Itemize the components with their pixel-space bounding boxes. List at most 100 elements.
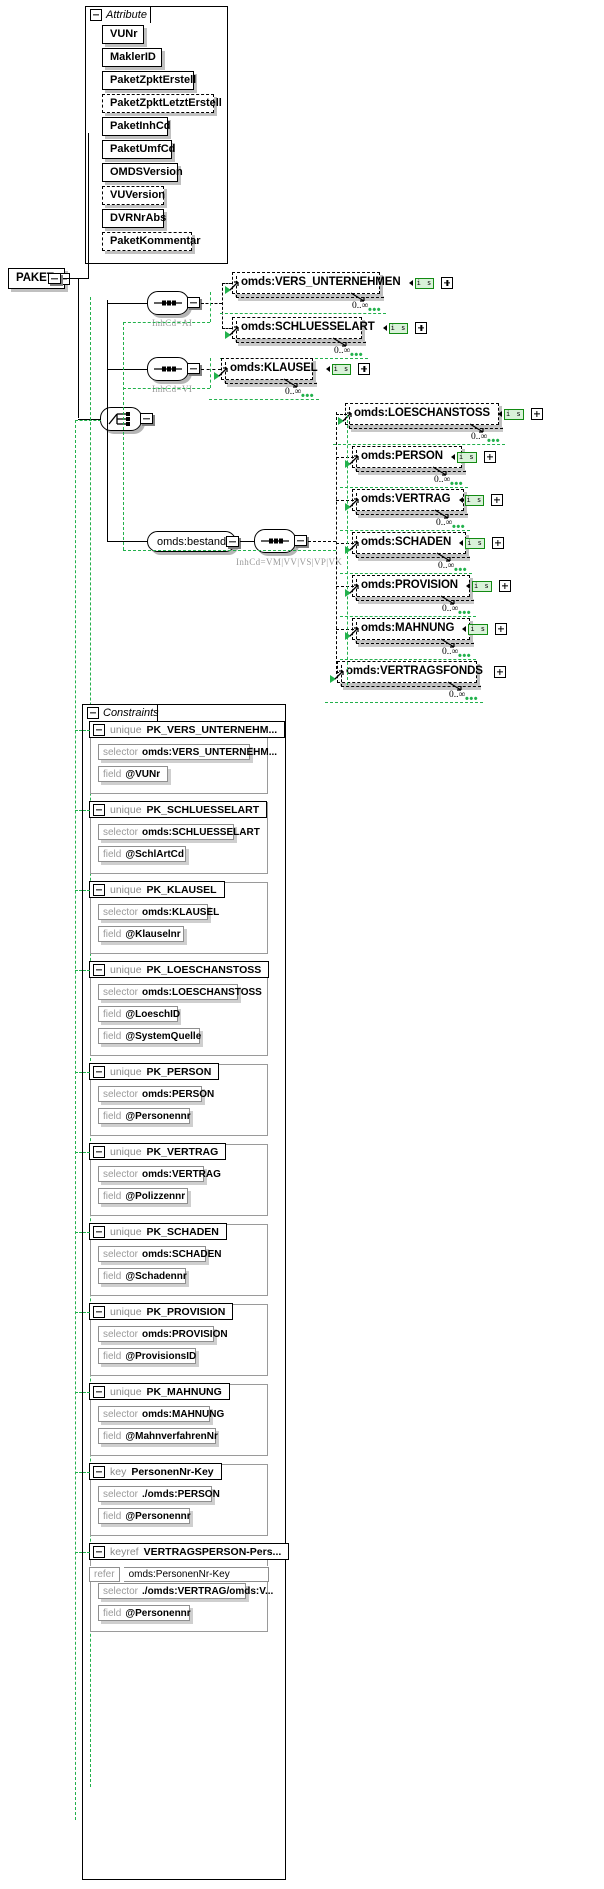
- plus-square-icon[interactable]: [491, 537, 504, 549]
- constraint-row-value: omds:KLAUSEL: [142, 906, 220, 918]
- sequence-compositor-icon: [154, 366, 182, 372]
- plus-square-icon[interactable]: [493, 666, 506, 678]
- minus-square-icon[interactable]: [93, 723, 105, 736]
- constraint-field-row[interactable]: field@SchlArtCd: [98, 846, 186, 862]
- minus-square-icon[interactable]: [93, 803, 105, 816]
- attribute-group-tab[interactable]: Attribute: [85, 6, 151, 23]
- attribute-vunr[interactable]: VUNr: [102, 25, 144, 44]
- plus-square-icon[interactable]: [498, 580, 511, 592]
- constraint-field-row[interactable]: field@Polizzennr: [98, 1188, 188, 1204]
- minus-square-icon[interactable]: [93, 1065, 105, 1078]
- constraint-row-value: omds:SCHADEN: [142, 1248, 222, 1260]
- constraint-field-row[interactable]: field@VUNr: [98, 766, 168, 782]
- plus-square-icon[interactable]: [495, 623, 508, 635]
- sequence-compositor-ai[interactable]: [147, 291, 189, 315]
- plus-square-icon[interactable]: [415, 322, 428, 334]
- minus-square-icon[interactable]: [93, 1225, 105, 1238]
- constraint-row-value: @Klauselnr: [125, 928, 181, 940]
- constraint-field-row[interactable]: field@LoeschID: [98, 1006, 180, 1022]
- constraint-field-row[interactable]: field@ProvisionsID: [98, 1348, 196, 1364]
- minus-square-icon[interactable]: [93, 1545, 105, 1558]
- minus-square-icon[interactable]: [90, 9, 102, 21]
- constraint-kind: unique: [110, 1305, 142, 1318]
- minus-square-icon[interactable]: [93, 1465, 105, 1478]
- attribute-omdsversion[interactable]: OMDSVersion: [102, 163, 183, 182]
- constraint-kind: unique: [110, 723, 142, 736]
- occurrence-label: 0..∞: [442, 604, 459, 614]
- attribute-paketzpktletzterstell[interactable]: PaketZpktLetztErstell: [102, 94, 222, 113]
- attribute-vuversion[interactable]: VUVersion: [102, 186, 165, 205]
- sequence-compositor-vi[interactable]: [147, 357, 189, 381]
- constraint-field-row[interactable]: field@Schadennr: [98, 1268, 187, 1284]
- element-label: omds:VERS_UNTERNEHMEN: [241, 276, 401, 289]
- type-arrow-icon: [498, 411, 503, 417]
- plus-square-icon[interactable]: [491, 494, 504, 506]
- plus-square-icon[interactable]: [483, 451, 496, 463]
- minus-square-icon[interactable]: [93, 883, 105, 896]
- constraint-name: PK_PERSON: [146, 1065, 212, 1078]
- sequence-ai-connector: [187, 297, 200, 308]
- element-omds-vertragsfonds[interactable]: omds:VERTRAGSFONDS: [337, 661, 506, 683]
- constraint-field-row[interactable]: field@Personennr: [98, 1108, 191, 1124]
- minus-square-icon[interactable]: [87, 707, 99, 719]
- attribute-paketumfcd[interactable]: PaketUmfCd: [102, 140, 175, 159]
- constraints-group-tab[interactable]: Constraints: [82, 704, 159, 721]
- attribute-dvrnrabs[interactable]: DVRNrAbs: [102, 209, 166, 228]
- green-group-separator: [209, 399, 319, 400]
- constraint-field-row[interactable]: field@SystemQuelle: [98, 1028, 201, 1044]
- constraint-field-row[interactable]: field@Personennr: [98, 1508, 191, 1524]
- plus-square-icon[interactable]: [441, 277, 454, 289]
- constraint-field-row[interactable]: field@Klauselnr: [98, 926, 184, 942]
- attribute-paketinhcd[interactable]: PaketInhCd: [102, 117, 171, 136]
- element-label: omds:KLAUSEL: [230, 362, 318, 375]
- constraint-link-stub: [75, 1472, 90, 1473]
- attribute-paketkommentar[interactable]: PaketKommentar: [102, 232, 200, 251]
- minus-square-icon[interactable]: [93, 1305, 105, 1318]
- minus-square-icon[interactable]: [93, 1385, 105, 1398]
- constraint-selector-row[interactable]: selector./omds:PERSON: [98, 1486, 220, 1502]
- constraint-row-label: field: [103, 1110, 122, 1122]
- plus-square-icon[interactable]: [358, 363, 371, 375]
- constraint-field-row[interactable]: field@Personennr: [98, 1605, 191, 1621]
- green-dots-marker: •••: [487, 435, 501, 447]
- constraint-field-row[interactable]: field@MahnverfahrenNr: [98, 1428, 218, 1444]
- element-omds-bestand[interactable]: omds:bestand: [147, 531, 237, 552]
- minus-square-icon[interactable]: [93, 1145, 105, 1158]
- plus-square-icon[interactable]: [530, 408, 543, 420]
- attribute-paketzpkterstell[interactable]: PaketZpktErstell: [102, 71, 196, 90]
- sequence-bestand-connector: [294, 535, 307, 546]
- minus-square-icon[interactable]: [93, 963, 105, 976]
- attribute-maklerid[interactable]: MaklerID: [102, 48, 162, 67]
- constraint-selector-row[interactable]: selector./omds:VERTRAG/omds:V...: [98, 1583, 273, 1599]
- attribute-group-frame: Attribute: [85, 6, 228, 264]
